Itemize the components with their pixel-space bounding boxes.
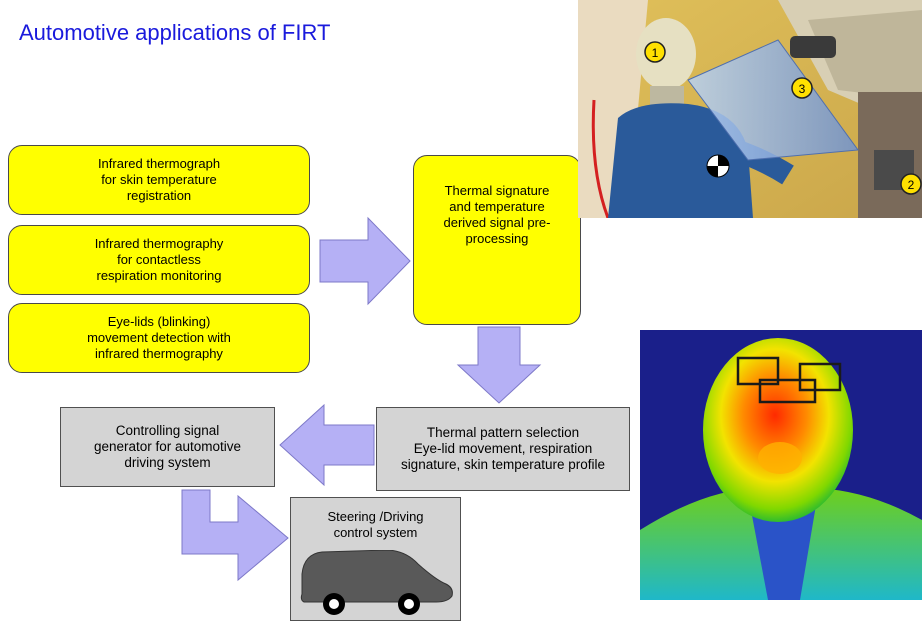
arrow-down-icon — [456, 326, 542, 404]
car-icon — [300, 550, 453, 615]
thermal-image — [640, 330, 922, 600]
crash-marker-2: 2 — [908, 178, 915, 192]
arrow-right-icon — [319, 216, 411, 306]
crash-marker-1: 1 — [652, 46, 659, 60]
input-box-respiration-text: Infrared thermography for contactless re… — [94, 236, 224, 283]
input-box-eyelid: Eye-lids (blinking) movement detection w… — [8, 303, 310, 373]
controller-box-text: Controlling signal generator for automot… — [93, 423, 242, 470]
selection-box: Thermal pattern selection Eye-lid moveme… — [376, 407, 630, 491]
crash-test-image: 1 2 3 — [578, 0, 922, 218]
arrow-left-icon — [279, 403, 375, 487]
processing-box-text: Thermal signature and temperature derive… — [443, 183, 551, 246]
input-box-eyelid-text: Eye-lids (blinking) movement detection w… — [87, 314, 231, 361]
arrow-bent-icon — [181, 489, 289, 582]
input-box-skin-temperature-text: Infrared thermograph for skin temperatur… — [97, 156, 221, 203]
processing-box: Thermal signature and temperature derive… — [413, 155, 581, 325]
steering-box-text: Steering /Driving control system — [327, 509, 424, 540]
crash-marker-3: 3 — [799, 82, 806, 96]
input-box-skin-temperature: Infrared thermograph for skin temperatur… — [8, 145, 310, 215]
controller-box: Controlling signal generator for automot… — [60, 407, 275, 487]
selection-box-text: Thermal pattern selection Eye-lid moveme… — [400, 425, 606, 472]
page-title: Automotive applications of FIRT — [19, 20, 331, 45]
input-box-respiration: Infrared thermography for contactless re… — [8, 225, 310, 295]
